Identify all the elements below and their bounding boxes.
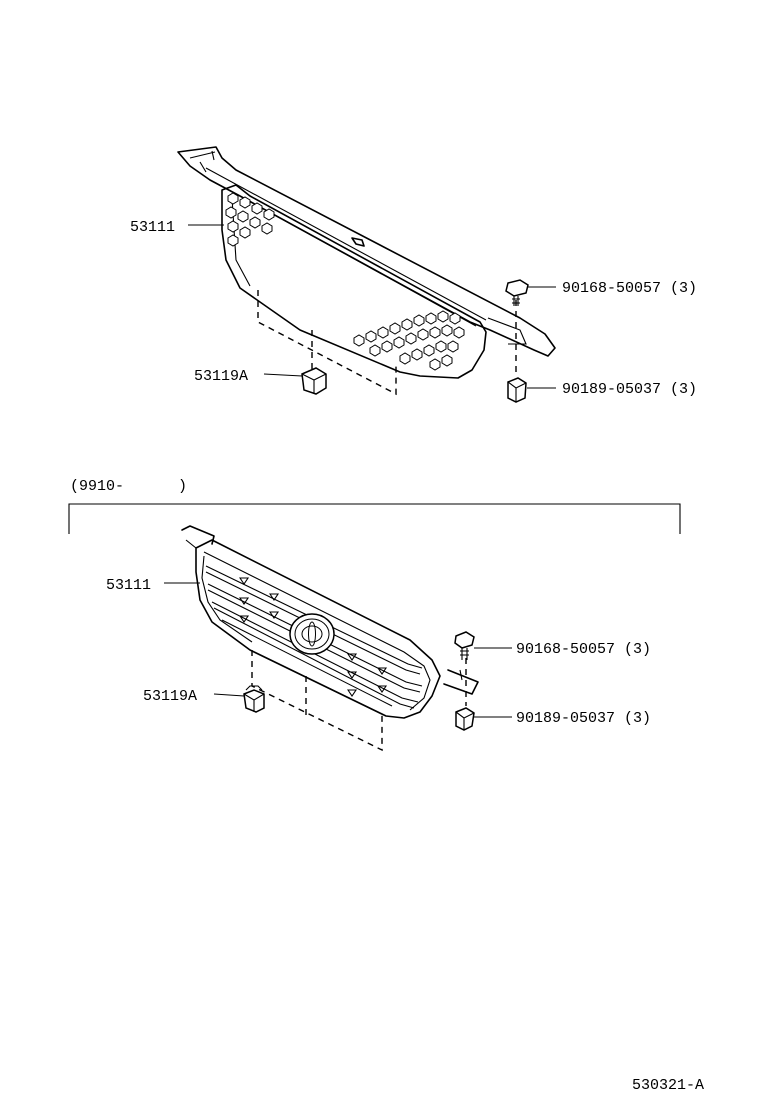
upper-clip-53119a <box>301 367 327 395</box>
lower-date-range: (9910- ) <box>70 478 187 495</box>
upper-honeycomb-left <box>225 192 275 247</box>
lower-grille-drawing <box>181 525 479 719</box>
upper-clip-leader <box>263 373 303 377</box>
upper-nut-90189 <box>507 377 527 403</box>
upper-grille-label: 53111 <box>130 219 175 236</box>
upper-screw-90168 <box>505 279 529 306</box>
lower-group-bracket <box>68 503 681 534</box>
lower-screw-label: 90168-50057 (3) <box>516 641 651 658</box>
lower-clip-53119a <box>243 685 265 713</box>
upper-nut-label: 90189-05037 (3) <box>562 381 697 398</box>
diagram-code: 530321-A <box>632 1077 704 1094</box>
lower-screw-90168 <box>454 631 475 660</box>
lower-assembly: (9910- ) <box>68 478 681 752</box>
lower-grille-label: 53111 <box>106 577 151 594</box>
lower-nut-label: 90189-05037 (3) <box>516 710 651 727</box>
lower-clip-label: 53119A <box>143 688 197 705</box>
lower-dashed-guides <box>251 650 467 752</box>
lower-grille-emblem <box>289 613 335 655</box>
upper-assembly: 53111 53119A 90168-50057 (3) 90189-05037… <box>130 146 697 403</box>
upper-dashed-guides <box>257 290 517 396</box>
upper-honeycomb-right <box>353 310 465 371</box>
upper-grille-drawing <box>177 146 556 379</box>
lower-clip-leader <box>213 693 245 697</box>
lower-nut-90189 <box>455 707 475 731</box>
upper-clip-label: 53119A <box>194 368 248 385</box>
upper-screw-label: 90168-50057 (3) <box>562 280 697 297</box>
